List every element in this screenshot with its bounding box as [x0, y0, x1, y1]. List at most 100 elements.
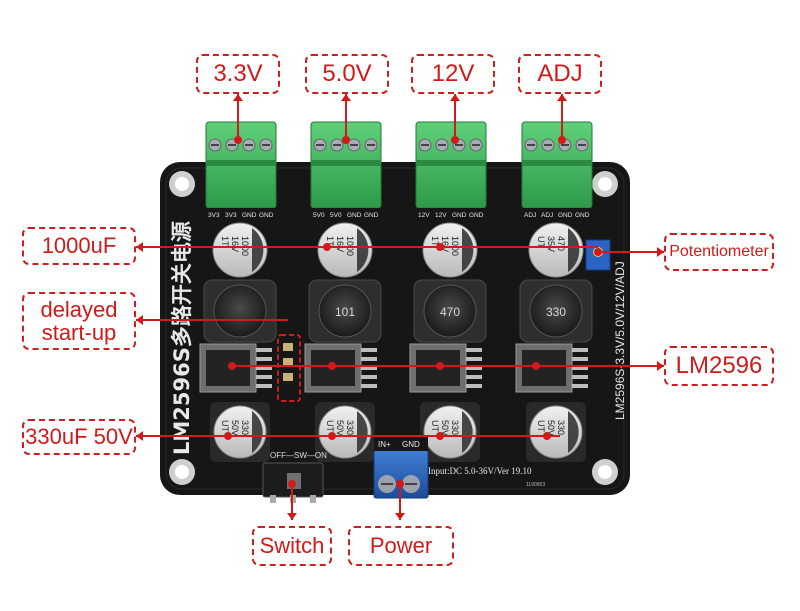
- pointer-dot-icon: [234, 136, 242, 144]
- arrow-icon: [657, 361, 664, 371]
- terminal-pin-label: GND: [259, 212, 274, 219]
- terminal-pin-label: 3V3: [225, 212, 237, 219]
- arrow-icon: [341, 94, 351, 101]
- arrow-icon: [136, 315, 143, 325]
- arrow-icon: [450, 94, 460, 101]
- terminal-pin-label: 12V: [418, 212, 430, 219]
- label-1000uf: 1000uF: [22, 227, 136, 265]
- capacitor-marking: 50V: [440, 420, 450, 436]
- serial-silkscreen: 1190953: [526, 482, 545, 488]
- capacitor-marking: 50V: [230, 420, 240, 436]
- pointer-dot-icon: [594, 248, 602, 256]
- inductor-marking: 470: [440, 305, 460, 319]
- lm2596-regulator-1: [304, 343, 377, 393]
- terminal-pin-label: 12V: [435, 212, 447, 219]
- power-pin-label-1: GND: [402, 440, 420, 449]
- pointer-dot-icon: [436, 243, 444, 251]
- lm2596-regulator-2: [409, 343, 482, 393]
- capacitor-marking: 330: [240, 420, 250, 435]
- pointer-dot-icon: [328, 362, 336, 370]
- label-potentiometer: Potentiometer: [664, 233, 774, 271]
- inductor-1: 101: [308, 279, 382, 343]
- pointer-dot-icon: [228, 362, 236, 370]
- pointer-dot-icon: [436, 362, 444, 370]
- label-12v: 12V: [411, 54, 495, 94]
- lm2596-regulator-3: [515, 343, 588, 393]
- terminal-pin-label: GND: [347, 212, 362, 219]
- label-delayed-start-up: delayed start-up: [22, 292, 136, 350]
- terminal-pin-label: 5V0: [313, 212, 325, 219]
- label-lm2596: LM2596: [664, 346, 774, 386]
- label-delayed-line2: start-up: [41, 320, 117, 345]
- capacitor-marking: 16V: [440, 236, 450, 252]
- arrow-icon: [657, 247, 664, 257]
- label-330uf-50v: 330uF 50V: [22, 419, 136, 455]
- delay-components: [283, 343, 293, 381]
- capacitor-marking: UT: [220, 420, 230, 432]
- terminal-pin-label: ADJ: [541, 212, 553, 219]
- board-title-silkscreen: LM2596S多路开关电源: [170, 221, 194, 455]
- pointer-dot-icon: [451, 136, 459, 144]
- label-adj: ADJ: [518, 54, 602, 94]
- inductor-marking: 101: [335, 305, 355, 319]
- label-power: Power: [348, 526, 454, 566]
- capacitor-marking: UT: [430, 420, 440, 432]
- capacitor-marking: UT: [536, 236, 546, 248]
- arrow-icon: [287, 513, 297, 520]
- switch-silkscreen: OFF—SW—ON: [270, 451, 327, 460]
- terminal-pin-label: GND: [364, 212, 379, 219]
- pointer-dot-icon: [342, 136, 350, 144]
- capacitor-marking: 35V: [546, 236, 556, 252]
- capacitor-marking: 16V: [335, 236, 345, 252]
- inductor-3: 330: [519, 279, 593, 343]
- pointer-dot-icon: [288, 480, 296, 488]
- input-silkscreen: Input:DC 5.0-36V/Ver 19.10: [428, 466, 532, 476]
- capacitor-marking: 330: [450, 420, 460, 435]
- pcb-board: [160, 162, 630, 495]
- capacitor-marking: 50V: [546, 420, 556, 436]
- capacitor-marking: UT: [536, 420, 546, 432]
- terminal-pin-label: 3V3: [208, 212, 220, 219]
- arrow-icon: [557, 94, 567, 101]
- terminal-pin-label: 5V0: [330, 212, 342, 219]
- label-5v0: 5.0V: [305, 54, 389, 94]
- capacitor-marking: 330: [345, 420, 355, 435]
- pointer-dot-icon: [558, 136, 566, 144]
- pointer-dot-icon: [543, 432, 551, 440]
- lm2596-regulator-0: [199, 343, 272, 393]
- pointer-dot-icon: [323, 243, 331, 251]
- inductor-2: 470: [413, 279, 487, 343]
- board-side-silkscreen: LM2596S-3.3V/5.0V/12V/ADJ: [613, 261, 627, 420]
- label-switch: Switch: [252, 526, 332, 566]
- power-pin-label-0: IN+: [378, 440, 391, 449]
- label-3v3: 3.3V: [196, 54, 280, 94]
- arrow-icon: [233, 94, 243, 101]
- power-terminal: [373, 449, 429, 499]
- arrow-icon: [136, 431, 143, 441]
- arrow-icon: [136, 242, 143, 252]
- capacitor-marking: 16V: [230, 236, 240, 252]
- label-delayed-line1: delayed: [40, 296, 118, 322]
- capacitor-marking: 1T: [430, 236, 440, 247]
- pointer-dot-icon: [396, 480, 404, 488]
- terminal-pin-label: GND: [575, 212, 590, 219]
- capacitor-marking: 470: [556, 236, 566, 251]
- pointer-dot-icon: [436, 432, 444, 440]
- capacitor-marking: 50V: [335, 420, 345, 436]
- capacitor-marking: 1T: [325, 236, 335, 247]
- pointer-dot-icon: [224, 432, 232, 440]
- terminal-pin-label: GND: [452, 212, 467, 219]
- inductor-0: [203, 279, 277, 343]
